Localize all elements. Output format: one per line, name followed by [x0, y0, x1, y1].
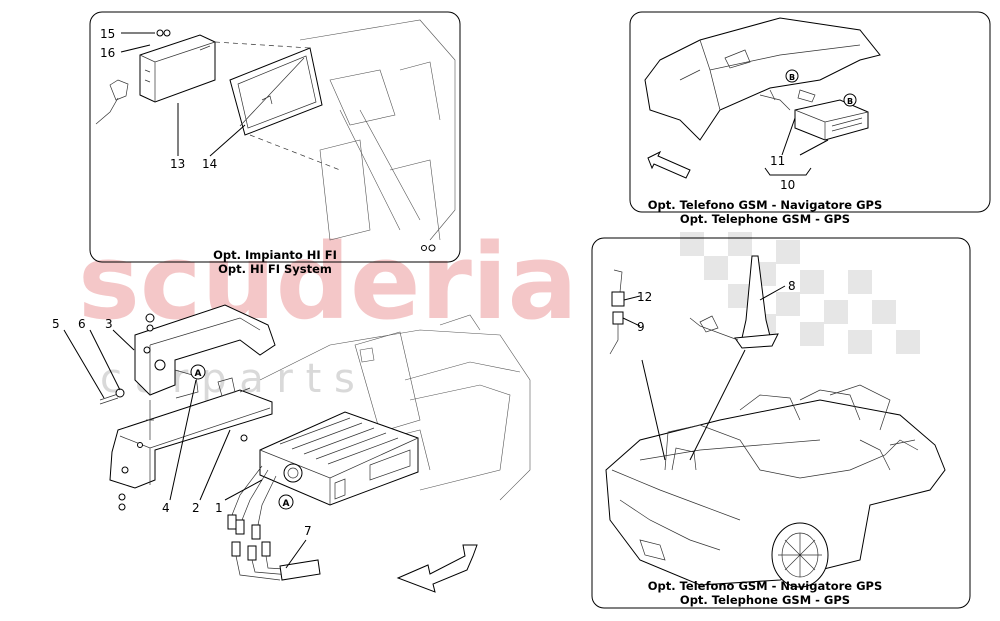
gps-module: [759, 89, 869, 141]
callout-16: 16: [100, 46, 115, 60]
direction-arrow: [647, 150, 691, 179]
main-diagram: A A 5 6 3 4 2 1 7: [52, 304, 531, 593]
panel-gps-bottom-caption-line2: Opt. Telephone GSM - GPS: [680, 593, 850, 607]
panel-hifi: 15 16 13 14 Opt. Impianto HI FI Opt. HI …: [89, 11, 461, 276]
marker-a-1: [190, 364, 206, 380]
trunk-structure: [259, 314, 531, 501]
cable-harness: [227, 465, 321, 581]
callout-11: 11: [770, 154, 785, 168]
callout-1: 1: [215, 501, 223, 515]
callout-9: 9: [637, 320, 645, 334]
dashboard-shelf: [644, 17, 881, 141]
panel-hifi-frame: [89, 11, 461, 263]
lower-bracket: [109, 377, 273, 489]
callout-4: 4: [162, 501, 170, 515]
direction-arrow-main: [396, 544, 478, 593]
callout-14: 14: [202, 157, 217, 171]
convertible-car: [605, 384, 946, 588]
marker-b-1: [785, 69, 799, 83]
marker-a-2-label: A: [283, 499, 290, 509]
cable-connector: [609, 269, 625, 355]
marker-b-2-label: B: [847, 97, 853, 106]
interior-structure: [249, 19, 456, 252]
panel-hifi-caption-line2: Opt. HI FI System: [218, 262, 332, 276]
fasteners: [99, 313, 248, 511]
panel-gps-top-frame: [629, 11, 991, 213]
callout-13: 13: [170, 157, 185, 171]
callout-5: 5: [52, 317, 60, 331]
mounting-frame: [214, 41, 323, 136]
panel-gps-bottom-frame: [591, 237, 971, 609]
watermark-brand: scuderia: [78, 221, 578, 343]
callout-15: 15: [100, 27, 115, 41]
panel-gps-top: B B 11 10 Opt. Telefono GSM - Navigatore…: [629, 11, 991, 226]
marker-b-1-label: B: [789, 73, 795, 82]
callout-10: 10: [780, 178, 795, 192]
panel-gps-top-caption-line1: Opt. Telefono GSM - Navigatore GPS: [648, 198, 883, 212]
panel-hifi-caption-line1: Opt. Impianto HI FI: [213, 248, 337, 262]
callout-8: 8: [788, 279, 796, 293]
panel-gps-bottom-caption-line1: Opt. Telefono GSM - Navigatore GPS: [648, 579, 883, 593]
callout-6: 6: [78, 317, 86, 331]
checkered-flag-icon: [680, 232, 920, 354]
marker-b-2: [843, 93, 857, 107]
marker-a-2: [278, 494, 294, 510]
callout-12: 12: [637, 290, 652, 304]
amplifier-module: [95, 29, 216, 125]
callout-7: 7: [304, 524, 312, 538]
callout-2: 2: [192, 501, 200, 515]
panel-gps-bottom: 8 12 9 Opt. Telefono GSM - Navigatore GP…: [591, 237, 971, 609]
antenna-cable: [664, 424, 919, 479]
callout-3: 3: [105, 317, 113, 331]
panel-gps-top-caption-line2: Opt. Telephone GSM - GPS: [680, 212, 850, 226]
roof-antenna: [689, 255, 779, 349]
marker-a-1-label: A: [195, 369, 202, 379]
upper-bracket: [134, 304, 276, 399]
radio-unit: [259, 411, 419, 506]
